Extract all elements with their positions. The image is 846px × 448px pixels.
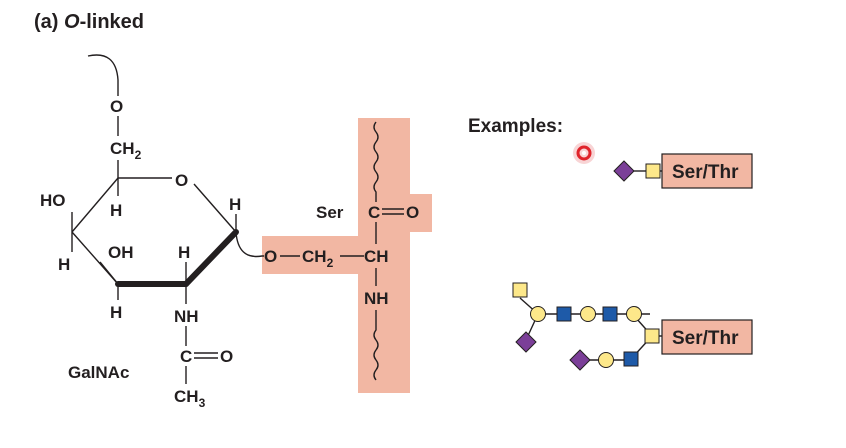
gal-circle-icon-3: [626, 306, 642, 322]
galnac-square-icon: [645, 163, 661, 179]
atom-ring-o: O: [175, 171, 188, 190]
atom-nh: NH: [174, 307, 199, 326]
ser-thr-label-1: Ser/Thr: [672, 162, 739, 183]
atom-o-carbonyl: O: [220, 347, 233, 366]
serine-c: C: [368, 203, 380, 222]
glcnac-square-icon-1: [556, 306, 572, 322]
gal-square-icon-top: [512, 282, 528, 298]
atom-ho: HO: [40, 191, 66, 210]
gal-circle-icon-1: [530, 306, 546, 322]
atom-h-c3: H: [110, 303, 122, 322]
sugar-name: GalNAc: [68, 363, 129, 382]
serine-ch: CH: [364, 247, 389, 266]
example-2: Ser/Thr: [512, 282, 753, 371]
atom-ch3: CH3: [174, 387, 206, 410]
atom-h-c2: H: [178, 243, 190, 262]
examples-label: Examples:: [468, 116, 563, 137]
serine-name: Ser: [316, 203, 344, 222]
atom-c-carbonyl: C: [180, 347, 192, 366]
serine-link-o: O: [264, 247, 277, 266]
backbone-bottom-wavy: [373, 310, 379, 381]
atom-h-c5: H: [110, 201, 122, 220]
example-1: Ser/Thr: [613, 153, 753, 189]
atom-o-top: O: [110, 97, 123, 116]
cursor-indicator: [573, 142, 595, 164]
panel-title: (a) O-linked: [34, 11, 144, 33]
sialic-acid-icon-3: [569, 349, 591, 371]
galnac-square-icon-2: [644, 328, 660, 344]
atom-oh-c3: OH: [108, 243, 134, 262]
serine-nh: NH: [364, 289, 389, 308]
glcnac-square-icon-3: [623, 351, 639, 367]
ser-thr-label-2: Ser/Thr: [672, 328, 739, 349]
sialic-acid-icon-2: [515, 331, 537, 353]
ser-thr-box-1: [661, 153, 753, 189]
atom-h-c4: H: [58, 255, 70, 274]
backbone-top-wavy: [373, 121, 379, 202]
ser-thr-box-2: [661, 319, 753, 355]
peptide-backbone: [262, 118, 432, 393]
gal-circle-icon-4: [598, 352, 614, 368]
sialic-acid-icon: [613, 160, 635, 182]
serine-o: O: [406, 203, 419, 222]
galnac-ring: [71, 177, 239, 287]
atom-ch2: CH2: [110, 139, 142, 162]
glcnac-square-icon-2: [602, 306, 618, 322]
bond-c1-o-link: [235, 231, 264, 258]
gal-circle-icon-2: [580, 306, 596, 322]
linkage-curve: [87, 54, 119, 96]
serine-ch2: CH2: [302, 247, 334, 270]
atom-h-c1: H: [229, 195, 241, 214]
